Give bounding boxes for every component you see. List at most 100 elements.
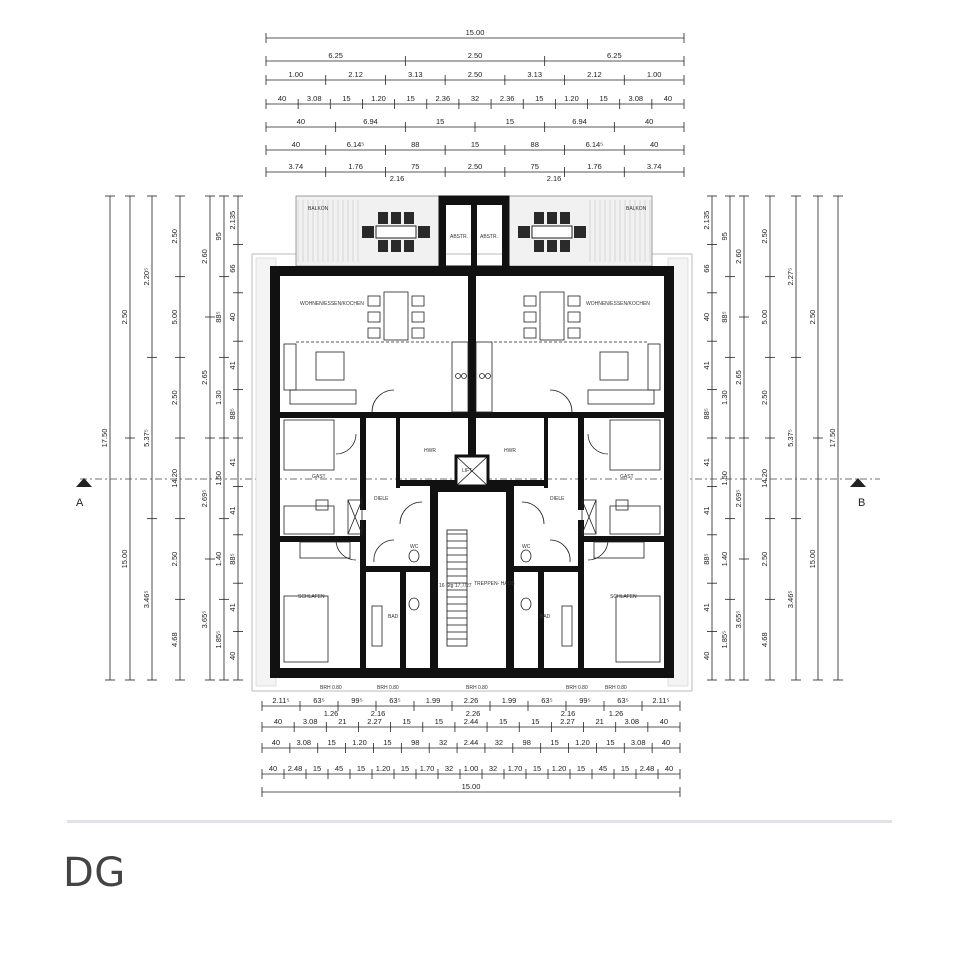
dimension-label: 41 <box>228 458 237 466</box>
dimension-label: 99⁵ <box>351 696 362 705</box>
dimension-label: 66 <box>702 264 711 272</box>
dimension-label: 3.08 <box>624 717 639 726</box>
storage-rooms: ABSTR. ABSTR. <box>438 195 510 267</box>
interior-walls-left <box>276 412 478 668</box>
dimension-label: 2.60 <box>734 249 743 264</box>
dimension-label: 40 <box>645 117 653 126</box>
dimension-label: 45 <box>335 764 343 773</box>
dimension-label: 15 <box>599 94 607 103</box>
dimension-label: 1.26 <box>609 709 624 718</box>
section-mark-b: B <box>858 497 865 509</box>
svg-text:WC: WC <box>410 544 419 550</box>
dimension-label: 1.00 <box>647 70 662 79</box>
balcony-table-right <box>518 212 586 252</box>
dimension-label: 2.50 <box>170 390 179 405</box>
dimension-label: 32 <box>471 94 479 103</box>
svg-text:ABSTR.: ABSTR. <box>450 234 468 240</box>
svg-text:16 Stg 17,7/27: 16 Stg 17,7/27 <box>439 583 472 589</box>
dimension-label: 1.50 <box>214 471 223 486</box>
dimension-label: 40 <box>228 652 237 660</box>
dimension-label: 15 <box>436 117 444 126</box>
dimension-label: 6.14⁵ <box>347 140 365 149</box>
dimension-label: 21 <box>595 717 603 726</box>
right-dimension-column: 2.50 15.00 <box>808 195 823 681</box>
furniture-right <box>475 291 661 663</box>
svg-text:WOHNEN/ESSEN/KOCHEN: WOHNEN/ESSEN/KOCHEN <box>300 301 364 307</box>
dimension-label: 4.68 <box>170 632 179 647</box>
dimension-label: 2.48 <box>288 764 303 773</box>
dimension-label: 63⁵ <box>389 696 400 705</box>
dimension-label: 1.20 <box>371 94 386 103</box>
dimension-label: 40 <box>702 652 711 660</box>
dimension-label: 2.11⁵ <box>272 696 289 705</box>
dimension-label: 1.40 <box>214 552 223 567</box>
svg-text:BAD: BAD <box>388 614 399 620</box>
dimension-label: 2.60 <box>200 249 209 264</box>
dimension-label: 40 <box>665 764 673 773</box>
dimension-label: 5.00 <box>170 310 179 325</box>
dimension-label: 4.68 <box>760 632 769 647</box>
dimension-label: 5.37⁵ <box>786 429 795 447</box>
dimension-label: 2.16 <box>371 709 386 718</box>
dimension-label: 41 <box>702 506 711 514</box>
svg-text:GAST: GAST <box>312 474 326 480</box>
dimension-label: 1.30 <box>720 390 729 405</box>
dimension-label: 2.50 <box>170 552 179 567</box>
dimension-label: 2.69⁵ <box>200 490 209 508</box>
dimension-label: 95 <box>720 232 729 240</box>
dimension-label: 15.00 <box>462 782 481 791</box>
dimension-label: 3.08 <box>303 717 318 726</box>
dimension-label: 40 <box>292 140 300 149</box>
dimension-label: 5.37⁵ <box>142 429 151 447</box>
svg-text:GAST: GAST <box>620 474 634 480</box>
furniture-left <box>283 291 469 663</box>
dimension-label: 2.50 <box>468 70 483 79</box>
dimension-label: 15 <box>499 717 507 726</box>
dimension-label: 45 <box>599 764 607 773</box>
dimension-label: 40 <box>269 764 277 773</box>
dimension-label: 17.50 <box>828 429 837 448</box>
dimension-label: 1.20 <box>376 764 391 773</box>
dimension-label: 41 <box>228 361 237 369</box>
top-dimension-row: 15.00 <box>265 28 685 43</box>
dimension-label: 32 <box>489 764 497 773</box>
dimension-label: 15 <box>342 94 350 103</box>
window-tag: BRH 0.80 <box>320 685 342 691</box>
dimension-label: 15 <box>621 764 629 773</box>
svg-text:BALKON: BALKON <box>626 206 647 212</box>
window-tag: BRH 0.80 <box>377 685 399 691</box>
left-dimension-chains: 17.502.5015.002.20⁵5.37⁵3.46⁵2.505.002.5… <box>100 195 243 681</box>
room-labels: WOHNEN/ESSEN/KOCHEN WOHNEN/ESSEN/KOCHEN … <box>298 301 650 620</box>
svg-text:SCHLAFEN: SCHLAFEN <box>298 594 325 600</box>
dimension-label: 2.50 <box>808 310 817 325</box>
dimension-label: 15 <box>327 738 335 747</box>
dimension-label: 2.50 <box>760 552 769 567</box>
dimension-label: 15.00 <box>808 550 817 569</box>
dimension-label: 15 <box>357 764 365 773</box>
svg-text:SCHLAFEN: SCHLAFEN <box>610 594 637 600</box>
dimension-label: 40 <box>297 117 305 126</box>
dimension-label: 63⁵ <box>541 696 552 705</box>
dimension-label: 2.50 <box>760 229 769 244</box>
dimension-label: 15 <box>506 117 514 126</box>
dimension-label: 3.08 <box>628 94 643 103</box>
dimension-label: 32 <box>445 764 453 773</box>
dimension-label: 40 <box>650 140 658 149</box>
dimension-label: 41 <box>702 361 711 369</box>
dimension-label: 40 <box>278 94 286 103</box>
right-dimension-chains: 17.502.5015.002.27⁵5.37⁵3.46⁵2.505.002.5… <box>702 195 843 681</box>
dimension-label: 32 <box>439 738 447 747</box>
dimension-label: 2.50 <box>170 229 179 244</box>
dimension-label: 2.27 <box>560 717 575 726</box>
